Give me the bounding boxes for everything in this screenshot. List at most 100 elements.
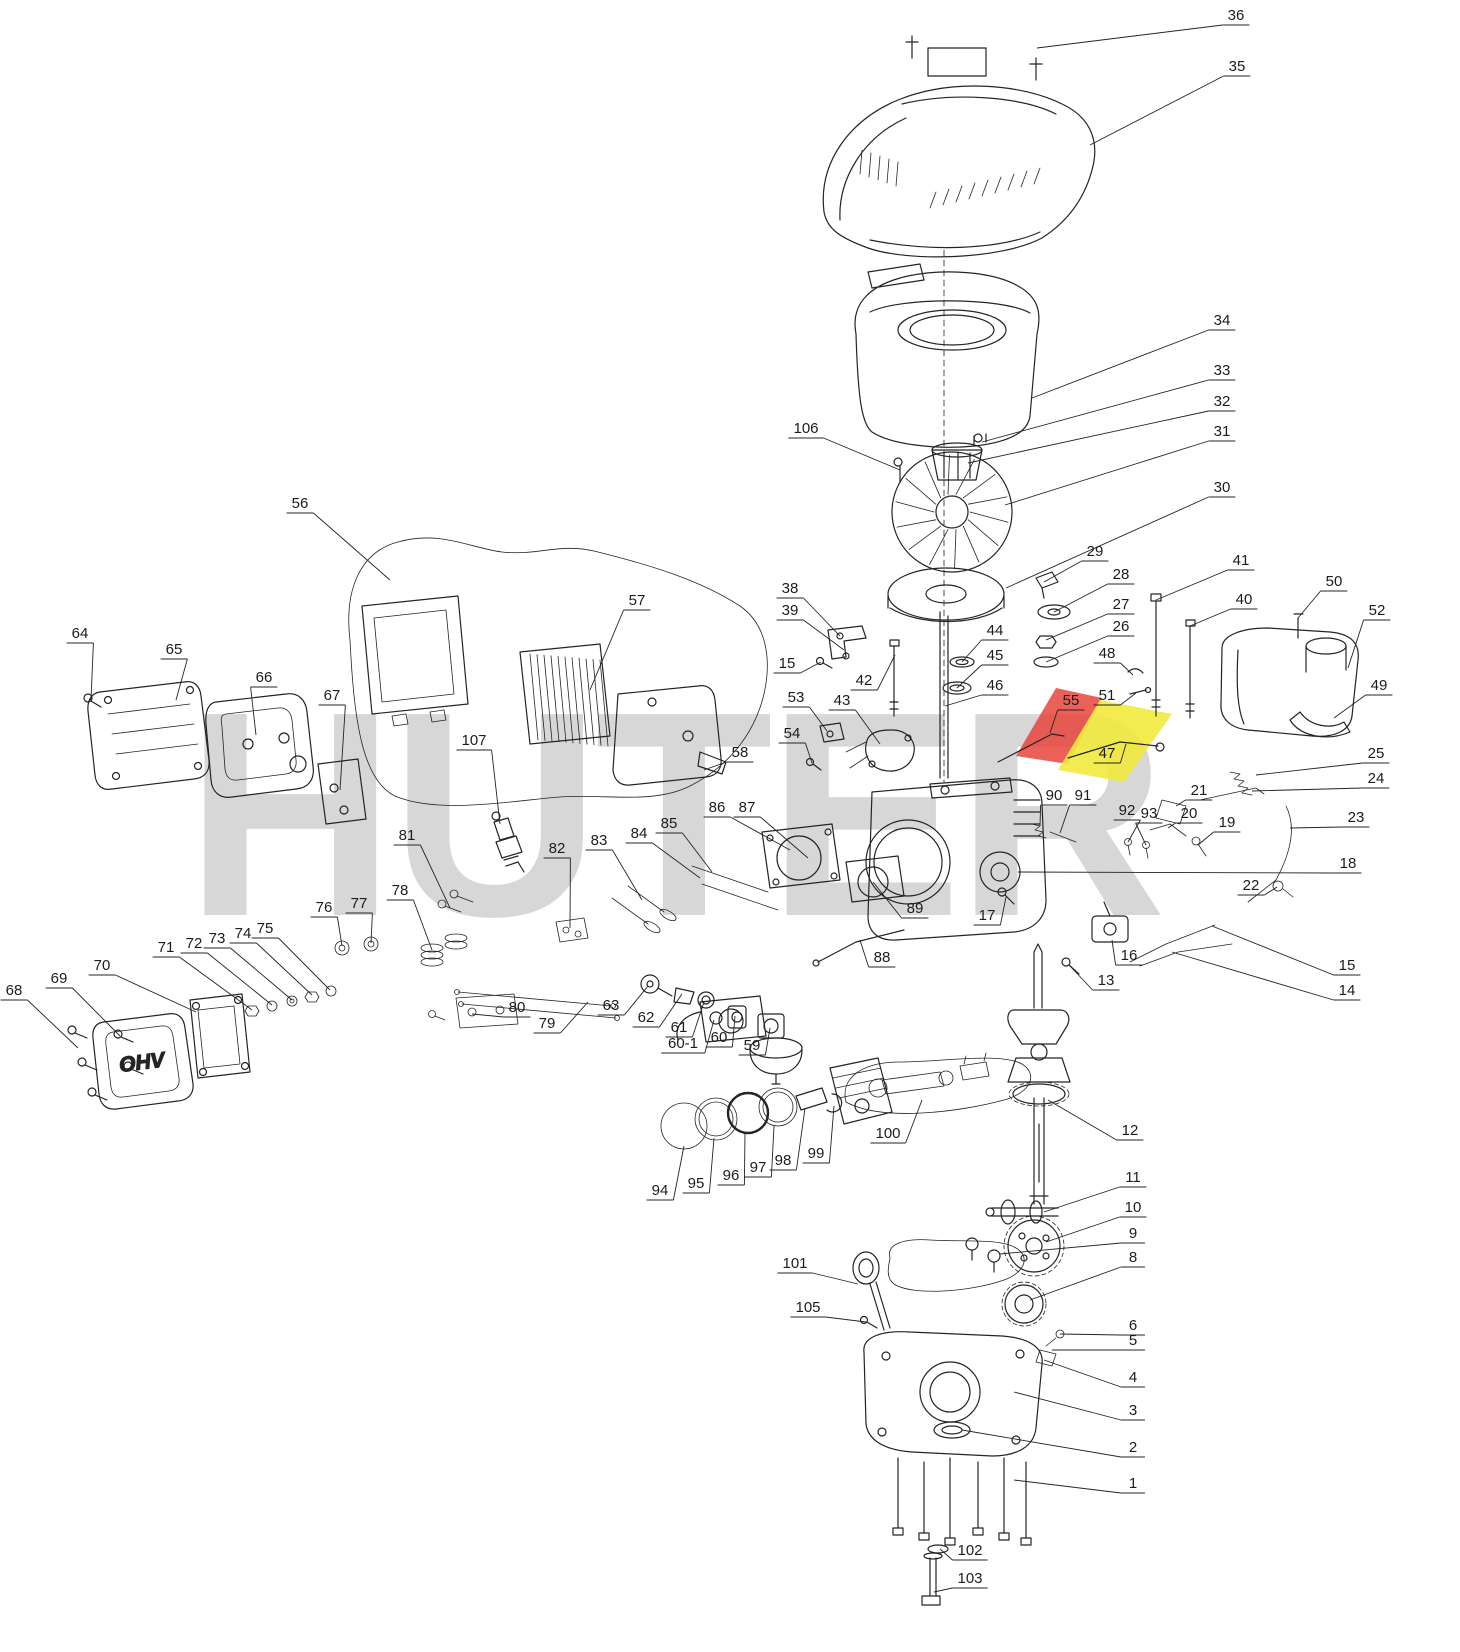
callout-label: 68 bbox=[6, 982, 23, 999]
leader-line bbox=[1089, 75, 1224, 146]
callout-label: 26 bbox=[1113, 618, 1130, 635]
callout-label: 81 bbox=[399, 827, 416, 844]
leader-line bbox=[800, 661, 822, 674]
callout-label: 29 bbox=[1087, 543, 1104, 560]
filter-pleat bbox=[578, 657, 588, 745]
leader-line bbox=[175, 658, 188, 701]
callout-label: 39 bbox=[782, 602, 799, 619]
filter-pleat bbox=[543, 654, 553, 742]
callout-label: 18 bbox=[1340, 855, 1357, 872]
callout-label: 10 bbox=[1125, 1199, 1142, 1216]
callout-label: 84 bbox=[631, 825, 648, 842]
leader-line bbox=[250, 686, 257, 736]
leader-line bbox=[731, 1015, 736, 1048]
callout-label: 8 bbox=[1129, 1249, 1137, 1266]
cover-louver bbox=[1007, 173, 1015, 191]
case-bolt-head bbox=[998, 1532, 1010, 1541]
callout-label: 11 bbox=[1125, 1169, 1141, 1186]
rocker-cover: OHV bbox=[92, 1013, 194, 1110]
leader-line bbox=[179, 956, 253, 1011]
callout-label: 21 bbox=[1191, 782, 1208, 799]
callout-label: 92 bbox=[1119, 802, 1136, 819]
leader-line bbox=[1171, 951, 1334, 1001]
callout-label: 74 bbox=[235, 925, 252, 942]
small-fasteners-row bbox=[244, 985, 337, 1017]
leader-line bbox=[1005, 496, 1209, 589]
leader-line bbox=[872, 881, 902, 919]
leader-line bbox=[764, 1027, 771, 1056]
callout-label: 89 bbox=[907, 900, 924, 917]
callout-label: 61 bbox=[671, 1019, 688, 1036]
callout-label: 20 bbox=[1181, 805, 1198, 822]
leader-line bbox=[90, 642, 94, 701]
callout-label: 103 bbox=[957, 1570, 982, 1587]
callout-label: 16 bbox=[1121, 947, 1138, 964]
leader-line bbox=[682, 832, 713, 873]
spark-plug bbox=[491, 811, 525, 873]
fan-blade bbox=[969, 511, 1009, 523]
breather-and-bolts bbox=[812, 887, 1129, 975]
filter-pleat bbox=[599, 659, 609, 747]
fan-blade bbox=[929, 529, 949, 565]
starter-cover bbox=[822, 85, 1096, 258]
flywheel bbox=[887, 567, 1005, 623]
callout-label: 85 bbox=[661, 815, 678, 832]
leader-line bbox=[1211, 925, 1334, 976]
fan-blade bbox=[895, 501, 935, 513]
bottom-bolts bbox=[892, 1457, 1032, 1606]
callout-label: 32 bbox=[1214, 393, 1231, 410]
head-gaskets bbox=[761, 823, 905, 903]
callout-label: 19 bbox=[1219, 814, 1236, 831]
leader-line bbox=[1155, 569, 1228, 601]
callout-label: 80 bbox=[509, 999, 526, 1016]
leader-line bbox=[1029, 1266, 1122, 1301]
fan-blade bbox=[924, 461, 942, 499]
callout-label: 22 bbox=[1243, 877, 1260, 894]
leader-line bbox=[230, 947, 293, 1001]
callout-label: 34 bbox=[1214, 312, 1231, 329]
cover-louver bbox=[955, 185, 963, 203]
coil-and-brackets bbox=[805, 625, 975, 772]
leader-line bbox=[207, 952, 273, 1006]
top-plate-and-bolts bbox=[905, 35, 1043, 81]
callout-label: 31 bbox=[1214, 423, 1231, 440]
callout-label: 54 bbox=[784, 725, 801, 742]
leader-line bbox=[1120, 662, 1134, 676]
callout-label: 97 bbox=[750, 1159, 767, 1176]
callout-label: 70 bbox=[94, 957, 111, 974]
leader-line bbox=[1045, 1216, 1120, 1243]
leader-line bbox=[313, 512, 391, 581]
callout-label: 65 bbox=[166, 641, 183, 658]
callout-label: 94 bbox=[652, 1182, 669, 1199]
filter-pleat bbox=[564, 656, 574, 744]
leader-line bbox=[1069, 965, 1093, 991]
callout-label: 28 bbox=[1113, 566, 1130, 583]
cover-louver bbox=[1033, 167, 1041, 185]
callout-label: 15 bbox=[1339, 957, 1356, 974]
leader-line bbox=[795, 1107, 806, 1171]
leader-line bbox=[1043, 1359, 1122, 1388]
connecting-rod-group bbox=[844, 1052, 1032, 1114]
leader-line bbox=[419, 844, 451, 909]
callout-label: 73 bbox=[209, 930, 226, 947]
callout-label: 93 bbox=[1141, 805, 1158, 822]
leader-line bbox=[1036, 24, 1223, 49]
case-bolt-head bbox=[944, 1537, 956, 1546]
flywheel-fan bbox=[891, 451, 1013, 573]
leader-line bbox=[370, 912, 373, 944]
leader-line bbox=[1297, 590, 1321, 619]
callout-label: 2 bbox=[1129, 1439, 1137, 1456]
leader-line bbox=[1167, 822, 1176, 829]
cover-louver bbox=[929, 191, 937, 209]
callout-label: 23 bbox=[1348, 809, 1365, 826]
callout-label: 75 bbox=[257, 920, 274, 937]
callout-label: 12 bbox=[1122, 1122, 1139, 1139]
leader-line bbox=[809, 706, 828, 732]
callout-label: 102 bbox=[957, 1542, 982, 1559]
leader-line bbox=[691, 1001, 705, 1038]
callout-label: 60 bbox=[711, 1029, 728, 1046]
leader-line bbox=[961, 639, 982, 663]
case-bolt-head bbox=[892, 1527, 904, 1536]
muffler-group bbox=[83, 681, 367, 825]
